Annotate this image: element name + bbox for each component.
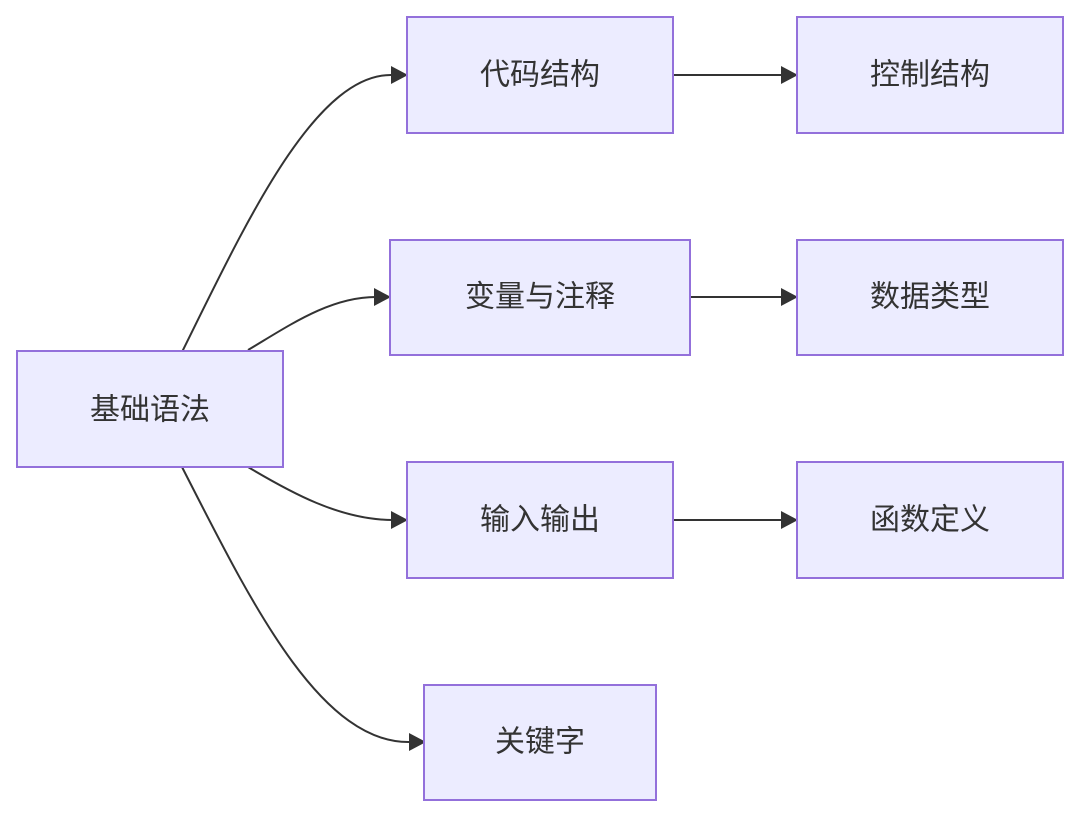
arrow-head — [781, 511, 798, 529]
edge-root-code-structure — [181, 73, 394, 353]
node-root: 基础语法 — [16, 350, 284, 468]
node-keywords: 关键字 — [423, 684, 657, 801]
node-box — [16, 350, 284, 468]
node-code-structure: 代码结构 — [406, 16, 674, 134]
arrow-head — [391, 511, 408, 529]
node-label: 代码结构 — [480, 58, 600, 93]
arrow-head — [391, 66, 408, 84]
node-box — [796, 16, 1064, 134]
arrow-head — [781, 66, 798, 84]
edges — [181, 66, 798, 751]
node-box — [406, 461, 674, 579]
arrow-head — [781, 288, 798, 306]
node-label: 数据类型 — [870, 280, 990, 315]
node-label: 变量与注释 — [465, 280, 615, 315]
node-function-definition: 函数定义 — [796, 461, 1064, 579]
node-input-output: 输入输出 — [406, 461, 674, 579]
node-data-types: 数据类型 — [796, 239, 1064, 356]
edge-root-input-output — [247, 466, 394, 521]
node-label: 控制结构 — [870, 58, 990, 93]
arrow-head — [374, 288, 391, 306]
edge-root-keywords — [181, 466, 412, 744]
node-box — [423, 684, 657, 801]
node-label: 关键字 — [495, 725, 585, 760]
node-label: 输入输出 — [480, 503, 600, 538]
arrow-head — [409, 733, 426, 751]
node-box — [389, 239, 691, 356]
node-box — [406, 16, 674, 134]
node-variables-comments: 变量与注释 — [389, 239, 691, 356]
node-label: 基础语法 — [90, 393, 210, 428]
edge-root-variables-comments — [247, 296, 377, 351]
node-control-structure: 控制结构 — [796, 16, 1064, 134]
node-label: 函数定义 — [870, 503, 990, 538]
node-box — [796, 239, 1064, 356]
node-box — [796, 461, 1064, 579]
